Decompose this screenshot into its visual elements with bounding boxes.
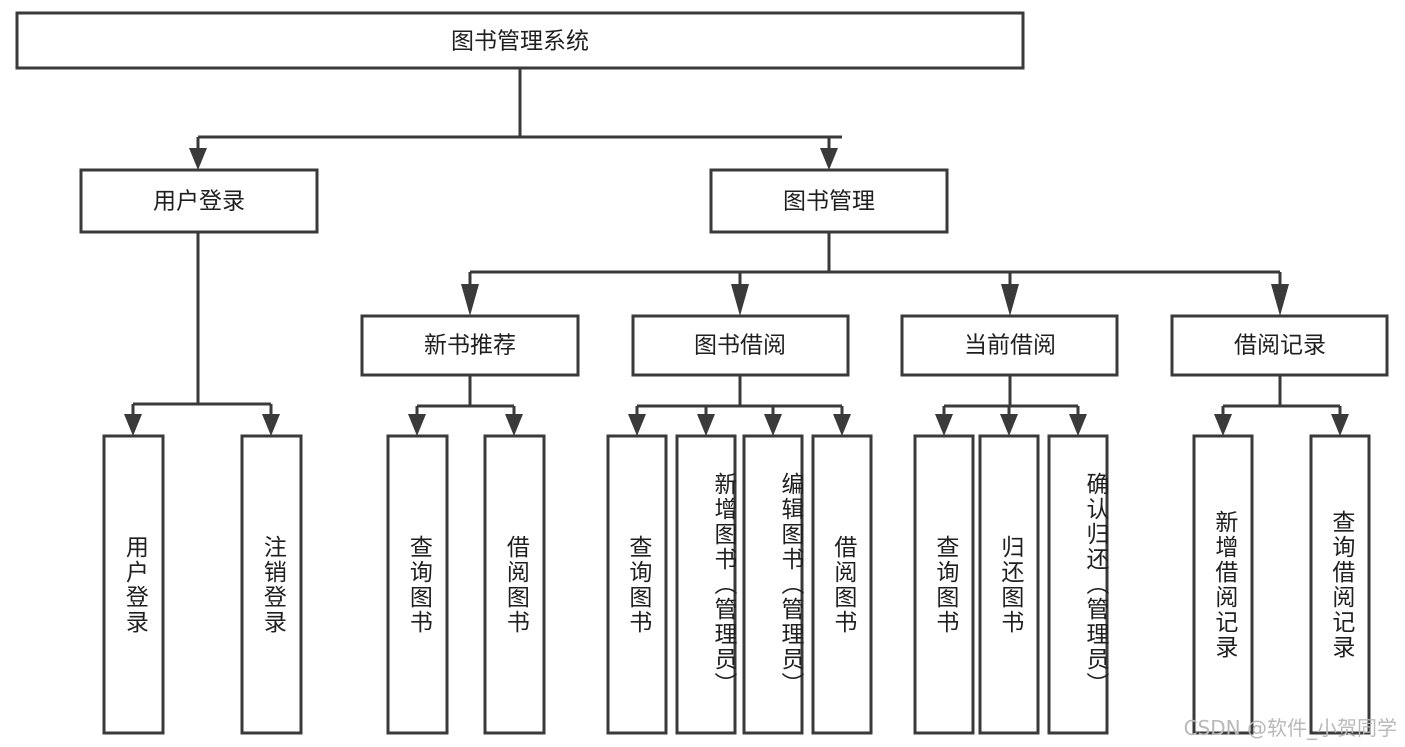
node-new-book-recommend[interactable]: 新书推荐 xyxy=(360,314,580,377)
node-current-borrow[interactable]: 当前借阅 xyxy=(900,314,1119,377)
leaf-rect-borrow-book-2[interactable] xyxy=(811,434,873,735)
node-book-management-label: 图书管理 xyxy=(783,189,875,215)
node-book-management[interactable]: 图书管理 xyxy=(709,168,949,234)
connector-bookmgmt-to-level3 xyxy=(461,232,1289,316)
leaf-rect-confirm-return[interactable] xyxy=(1047,434,1109,735)
leaf-rect-query-book-1[interactable] xyxy=(386,434,449,735)
node-borrow-records-label: 借阅记录 xyxy=(1234,333,1326,359)
node-root[interactable]: 图书管理系统 xyxy=(15,11,1025,70)
leaf-rect-edit-book[interactable] xyxy=(742,434,804,735)
leaf-rect-user-login[interactable] xyxy=(102,434,165,735)
node-book-borrow[interactable]: 图书借阅 xyxy=(631,314,850,377)
leaf-node-rects xyxy=(102,434,1371,735)
node-borrow-records[interactable]: 借阅记录 xyxy=(1170,314,1389,377)
connector-current-to-leaves xyxy=(935,375,1087,436)
node-current-borrow-label: 当前借阅 xyxy=(964,333,1056,359)
leaf-rect-add-record[interactable] xyxy=(1192,434,1254,735)
leaf-rect-add-book[interactable] xyxy=(675,434,737,735)
connector-newbooks-to-leaves xyxy=(408,375,523,436)
connector-borrow-to-leaves xyxy=(628,375,851,436)
connector-root-to-level2 xyxy=(189,68,842,170)
connector-userlogin-to-leaves xyxy=(124,232,280,436)
node-user-login[interactable]: 用户登录 xyxy=(79,168,319,234)
node-book-borrow-label: 图书借阅 xyxy=(694,333,786,359)
csdn-watermark: CSDN @软件_小贺同学 xyxy=(1183,716,1397,740)
leaf-rect-query-record[interactable] xyxy=(1309,434,1371,735)
node-user-login-label: 用户登录 xyxy=(153,189,245,215)
connector-records-to-leaves xyxy=(1214,375,1349,436)
node-new-book-recommend-label: 新书推荐 xyxy=(424,333,516,359)
leaf-rect-logout[interactable] xyxy=(240,434,303,735)
node-root-label: 图书管理系统 xyxy=(451,29,589,55)
leaf-rect-query-book-2[interactable] xyxy=(606,434,668,735)
leaf-rect-borrow-book-1[interactable] xyxy=(483,434,546,735)
leaf-rect-return-book[interactable] xyxy=(978,434,1040,735)
leaf-rect-query-book-3[interactable] xyxy=(913,434,975,735)
